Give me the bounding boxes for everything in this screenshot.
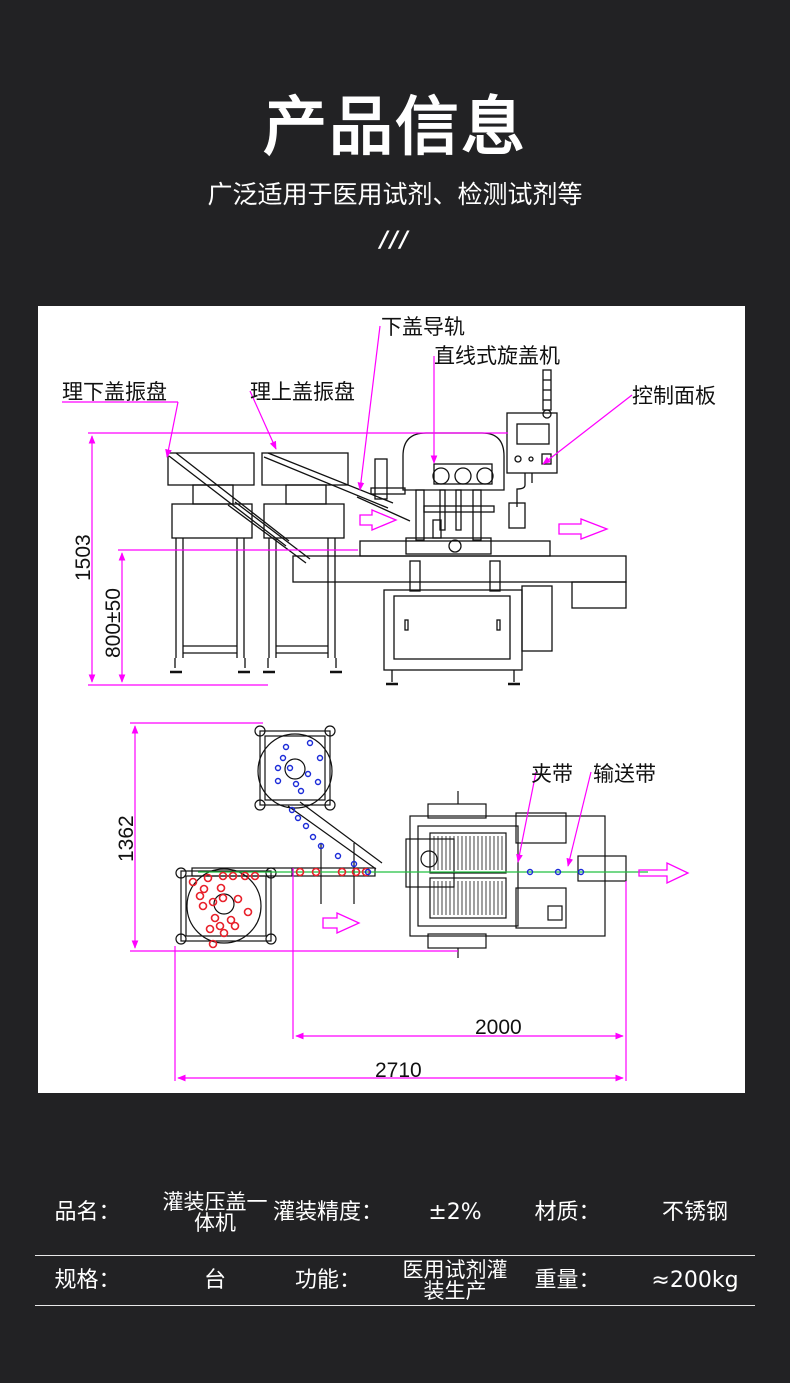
spec-value-accuracy: ±2%: [428, 1199, 482, 1225]
dimension-total-height: 1503: [72, 534, 95, 581]
top-cap-bowl: [254, 725, 336, 811]
cap-marker-red: [195, 891, 205, 901]
cap-marker-red: [205, 924, 215, 934]
cap-marker-blue: [288, 806, 296, 814]
top-callout-leaders: [516, 771, 592, 867]
slash-decoration: ///: [379, 228, 411, 253]
cap-marker-blue: [306, 739, 314, 747]
cap-marker-red: [218, 893, 228, 903]
cap-marker-blue: [316, 754, 324, 762]
cap-marker-red: [250, 871, 260, 881]
cap-marker-red: [361, 867, 371, 877]
cap-marker-red: [226, 915, 236, 925]
page-title: 产品信息: [263, 91, 527, 165]
dimension-total-length: 2710: [375, 1059, 422, 1082]
cap-marker-blue: [274, 764, 282, 772]
dimension-depth: 1362: [115, 815, 138, 862]
flow-arrow-top-out: [638, 861, 690, 885]
cap-marker-blue: [314, 778, 322, 786]
side-dimension-lines: [88, 432, 508, 686]
spec-label-accuracy: 灌装精度：: [272, 1199, 383, 1225]
machine-drawing-svg: 理下盖振盘 理上盖振盘 下盖导轨 直线式旋盖机 控制面板 1503 800±50: [62, 315, 716, 1082]
cap-marker-red: [208, 939, 218, 949]
spec-label-spec: 规格：: [54, 1267, 121, 1293]
cap-marker-blue: [286, 764, 294, 772]
cap-marker-blue: [302, 822, 310, 830]
machine-drawing: 理下盖振盘 理上盖振盘 下盖导轨 直线式旋盖机 控制面板 1503 800±50: [38, 306, 745, 1093]
label-bottom-cap-feeder: 理下盖振盘: [62, 380, 167, 404]
label-control-panel: 控制面板: [632, 384, 716, 408]
spec-row-2: 规格： 台 功能： 医用试剂灌装生产 重量： ≈200kg: [35, 1256, 755, 1306]
page-subtitle: 广泛适用于医用试剂、检测试剂等: [207, 180, 583, 209]
label-linear-capper: 直线式旋盖机: [434, 344, 560, 368]
side-callout-leaders: [62, 325, 633, 491]
cap-marker-red: [230, 921, 240, 931]
label-conveyor-belt: 输送带: [593, 762, 656, 786]
cap-marker-blue: [364, 868, 372, 876]
cap-marker-blue: [294, 814, 302, 822]
cap-marker-blue: [274, 777, 282, 785]
label-top-cap-feeder: 理上盖振盘: [250, 380, 355, 404]
cap-marker-blue: [279, 754, 287, 762]
cap-marker-red: [311, 867, 321, 877]
cap-marker-blue: [554, 868, 562, 876]
cap-marker-red: [210, 913, 220, 923]
spec-value-weight: ≈200kg: [651, 1267, 739, 1293]
cap-marker-red: [218, 871, 228, 881]
cap-marker-red: [199, 884, 209, 894]
cap-marker-blue: [334, 852, 342, 860]
cap-marker-red: [188, 877, 198, 887]
cap-marker-red: [208, 897, 218, 907]
cap-marker-red: [233, 894, 243, 904]
cap-marker-red: [243, 907, 253, 917]
caps-group: [188, 739, 585, 949]
bottom-cap-feeder: [167, 452, 290, 674]
cap-marker-red: [219, 928, 229, 938]
cap-marker-blue: [282, 743, 290, 751]
cap-marker-blue: [350, 860, 358, 868]
cap-marker-blue: [526, 868, 534, 876]
spec-label-name: 品名：: [54, 1199, 121, 1225]
spec-value-name: 灌装压盖一体机: [162, 1189, 268, 1235]
label-bottom-cap-rail: 下盖导轨: [381, 315, 465, 339]
spec-label-weight: 重量：: [534, 1267, 601, 1293]
cap-marker-blue: [297, 787, 305, 795]
spec-row-1: 品名： 灌装压盖一体机 灌装精度： ±2% 材质： 不锈钢: [35, 1170, 755, 1256]
top-dimension-lines: [130, 722, 627, 1082]
cap-marker-blue: [304, 770, 312, 778]
spec-value-spec: 台: [203, 1267, 226, 1293]
flow-arrows-side: [359, 509, 609, 540]
capper-grill: [433, 836, 503, 915]
cap-marker-red: [295, 867, 305, 877]
cap-marker-red: [203, 873, 213, 883]
cap-marker-blue: [292, 780, 300, 788]
cap-marker-red: [351, 867, 361, 877]
cap-marker-red: [240, 871, 250, 881]
cap-marker-blue: [577, 868, 585, 876]
top-view: [175, 725, 627, 958]
cap-marker-red: [228, 871, 238, 881]
spec-value-material: 不锈钢: [661, 1199, 728, 1225]
spec-table: 品名： 灌装压盖一体机 灌装精度： ±2% 材质： 不锈钢 规格： 台 功能： …: [35, 1170, 755, 1306]
spec-label-function: 功能：: [294, 1267, 361, 1293]
spec-label-material: 材质：: [534, 1199, 601, 1225]
cap-marker-blue: [317, 842, 325, 850]
top-cap-feeder: [261, 452, 394, 674]
flow-arrow-in: [359, 509, 398, 531]
dimension-conveyor-height: 800±50: [102, 588, 125, 658]
side-view: [167, 369, 627, 686]
spec-value-function: 医用试剂灌装生产: [402, 1257, 508, 1303]
cap-marker-red: [215, 921, 225, 931]
cap-marker-blue: [309, 833, 317, 841]
cap-marker-red: [337, 867, 347, 877]
dimension-conveyor-length: 2000: [475, 1016, 522, 1039]
flow-arrow-out: [558, 518, 609, 540]
flow-arrow-top-in: [322, 911, 361, 935]
cap-marker-red: [198, 901, 208, 911]
cap-marker-red: [216, 883, 226, 893]
flow-arrows-top: [322, 861, 690, 935]
label-clamp-belt: 夹带: [531, 762, 573, 786]
